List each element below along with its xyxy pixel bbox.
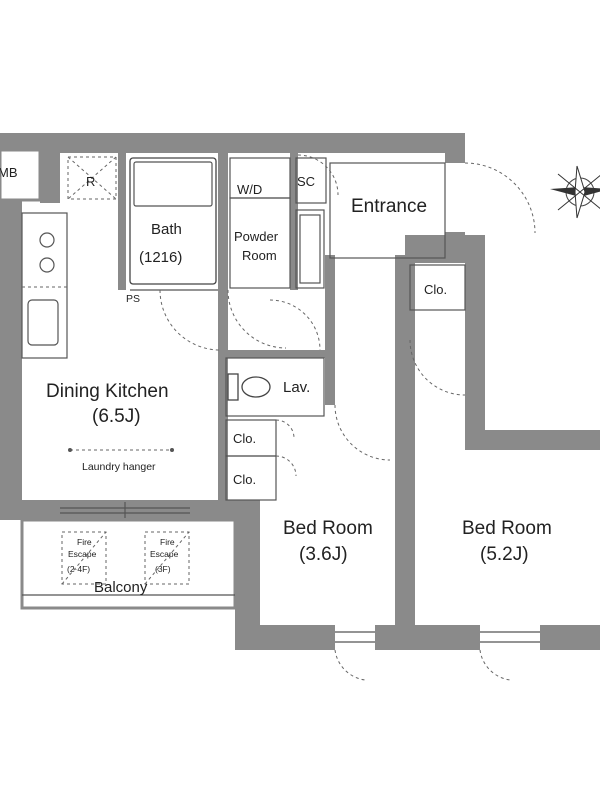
bedroom1-size-label: (3.6J)	[299, 544, 348, 565]
fire-escape-right-line1: Fire	[160, 537, 175, 547]
fire-escape-left-line1: Fire	[77, 537, 92, 547]
mb-label: MB	[0, 165, 18, 180]
dining-kitchen-size-label: (6.5J)	[92, 406, 141, 427]
walls	[0, 133, 600, 650]
fire-escape-right-line3: (3F)	[155, 564, 171, 574]
lavatory-label: Lav.	[283, 379, 310, 396]
fire-escape-left-line2: Escape	[68, 549, 97, 559]
bedroom2-closet-label: Clo.	[424, 282, 447, 297]
room-labels: MB R Bath (1216) PS W/D Powder Room SC E…	[0, 165, 552, 596]
powder-room-label-2: Room	[242, 248, 277, 263]
bath-label: Bath	[151, 221, 182, 238]
interior-lines	[21, 156, 540, 643]
dining-kitchen-label: Dining Kitchen	[46, 381, 169, 402]
bedroom2-size-label: (5.2J)	[480, 544, 529, 565]
bedroom2-label: Bed Room	[462, 518, 552, 539]
fire-escape-left-line3: (2·4F)	[67, 564, 90, 574]
closet-upper-label: Clo.	[233, 431, 256, 446]
balcony-label: Balcony	[94, 579, 148, 596]
fire-escape-right-line2: Escape	[150, 549, 179, 559]
refrigerator-label: R	[86, 174, 95, 189]
laundry-hanger-label: Laundry hanger	[82, 461, 156, 473]
washer-label: W/D	[237, 182, 262, 197]
closet-lower-label: Clo.	[233, 472, 256, 487]
north-compass-icon	[550, 165, 600, 219]
bath-size-label: (1216)	[139, 249, 182, 266]
door-swings	[159, 154, 536, 681]
shoe-closet-label: SC	[297, 174, 315, 189]
powder-room-label-1: Powder	[234, 229, 279, 244]
entrance-label: Entrance	[351, 196, 427, 217]
ps-label: PS	[126, 293, 140, 305]
bedroom1-label: Bed Room	[283, 518, 373, 539]
